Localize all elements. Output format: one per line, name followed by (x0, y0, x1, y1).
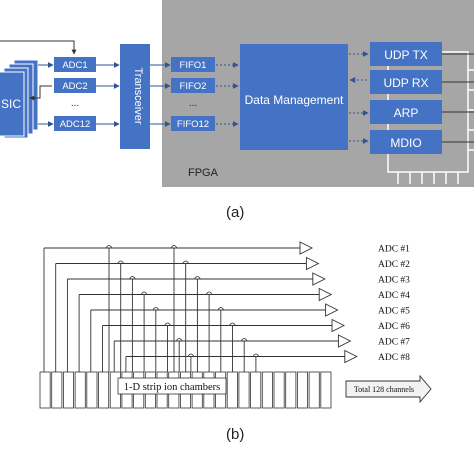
ion-chamber-strip (238, 371, 250, 409)
panel-b: ADC #1 ADC #2 ADC #3 ADC #4 ADC #5 ADC #6 ADC … (39, 241, 432, 409)
crossover-hop (164, 322, 171, 326)
mdio-label: MDIO (390, 136, 421, 150)
ion-chamber-strip (86, 371, 98, 409)
ion-chamber-strip (308, 371, 320, 409)
right-blocks: UDP TX UDP RX ARP MDIO (370, 42, 442, 154)
transceiver-label: Transceiver (132, 67, 144, 124)
adc-block-2 (54, 78, 96, 93)
amplifier-triangle (299, 241, 314, 255)
asic-to-adc-arrows (38, 62, 54, 127)
amplifier-triangle (318, 287, 333, 302)
adc-to-transceiver-arrows (96, 62, 120, 127)
ion-chamber-strip (320, 371, 332, 409)
fifo-block-12-label: FIFO12 (177, 119, 209, 130)
asic-label: SIC (1, 97, 21, 111)
caption-a: (a) (226, 204, 245, 221)
amplifier-triangle (305, 256, 320, 271)
fifo-block-1 (171, 57, 215, 72)
crossover-hop (152, 307, 160, 311)
crossover-hop (217, 307, 225, 311)
ion-chamber-strip (51, 371, 63, 409)
crossover-hop (182, 260, 190, 264)
asic-feedback-line (29, 85, 52, 101)
crossover-hop (105, 245, 113, 249)
ion-chamber-strip (63, 371, 75, 409)
panel-b-wiring (43, 245, 345, 372)
crossover-hop (205, 291, 213, 295)
crossover-hop (194, 276, 201, 280)
caption-b: (b) (226, 426, 245, 443)
amplifier-triangle (312, 272, 326, 286)
amplifier-column (299, 241, 358, 364)
crossover-hop (229, 322, 236, 326)
ion-chamber-strip (296, 371, 308, 409)
fifo-block-12 (171, 116, 215, 131)
adc-block-1 (54, 57, 96, 72)
udp-tx-block (370, 42, 442, 66)
crossover-hop (240, 338, 248, 342)
adc-label: ADC #1 (378, 245, 410, 255)
transceiver-block (120, 44, 150, 149)
data-management-label: Data Management (245, 93, 344, 107)
crossover-hop (187, 353, 195, 357)
arp-label: ARP (394, 106, 419, 120)
ion-chamber-strip (226, 371, 238, 409)
fifo-block-2 (171, 78, 215, 93)
panel-a: FPGA SIC ADC1 ADC2 .. (0, 0, 474, 187)
fifo-column: FIFO1 FIFO2 ... FIFO12 (171, 57, 215, 131)
adc-label: ADC #5 (378, 307, 410, 317)
transceiver-to-fifo-arrows (150, 62, 171, 127)
ion-chamber-strip (39, 371, 51, 409)
crossover-hop (117, 260, 125, 264)
crossover-hop (129, 276, 136, 280)
chamber-label-box (117, 377, 227, 395)
adc-label: ADC #8 (378, 353, 410, 363)
ion-chamber-strip (98, 371, 110, 409)
adc-block-2-label: ADC2 (62, 81, 87, 92)
adc-ellipsis: ... (71, 98, 79, 109)
amplifier-triangle (337, 334, 352, 348)
fifo-block-1-label: FIFO1 (180, 60, 207, 71)
udp-rx-label: UDP RX (383, 76, 428, 90)
ion-chamber-strip (273, 371, 285, 409)
arp-block (370, 100, 442, 124)
adc-label-column: ADC #1 ADC #2 ADC #3 ADC #4 ADC #5 ADC #6 ADC … (378, 245, 410, 364)
adc-label: ADC #7 (378, 338, 410, 348)
crossover-hop (140, 291, 148, 295)
adc-label: ADC #6 (378, 322, 410, 332)
amplifier-triangle (344, 349, 358, 364)
udp-tx-label: UDP TX (384, 48, 428, 62)
mdio-block (370, 130, 442, 154)
fpga-label: FPGA (188, 167, 219, 179)
total-channels-label: Total 128 channels (354, 385, 414, 394)
adc-block-12-label: ADC12 (60, 119, 91, 130)
clock-line (0, 40, 77, 55)
chamber-label: 1-D strip ion chambers (124, 382, 221, 393)
adc-column: ADC1 ADC2 ... ADC12 (54, 57, 96, 131)
amplifier-triangle (325, 303, 339, 317)
crossover-hop (170, 245, 178, 249)
adc-label: ADC #2 (378, 260, 410, 270)
ion-chamber-strip (285, 371, 297, 409)
adc-label: ADC #3 (378, 276, 410, 286)
adc-block-12 (54, 116, 96, 131)
crossover-hop (252, 353, 260, 357)
right-output-lines (442, 53, 474, 143)
total-channels-arrow (345, 374, 432, 404)
asic-stack: SIC (0, 59, 39, 139)
dm-to-right-arrows (349, 51, 369, 144)
ion-chamber-strip (261, 371, 273, 409)
crossover-hop (175, 338, 183, 342)
data-management-block (240, 44, 348, 150)
fifo-ellipsis: ... (189, 98, 197, 109)
adc-label: ADC #4 (378, 291, 410, 301)
ion-chamber-strip (250, 371, 262, 409)
amplifier-triangle (331, 318, 346, 333)
fifo-block-2-label: FIFO2 (180, 81, 207, 92)
adc-block-1-label: ADC1 (62, 60, 87, 71)
udp-rx-block (370, 70, 442, 94)
ion-chamber-strip (74, 371, 86, 409)
